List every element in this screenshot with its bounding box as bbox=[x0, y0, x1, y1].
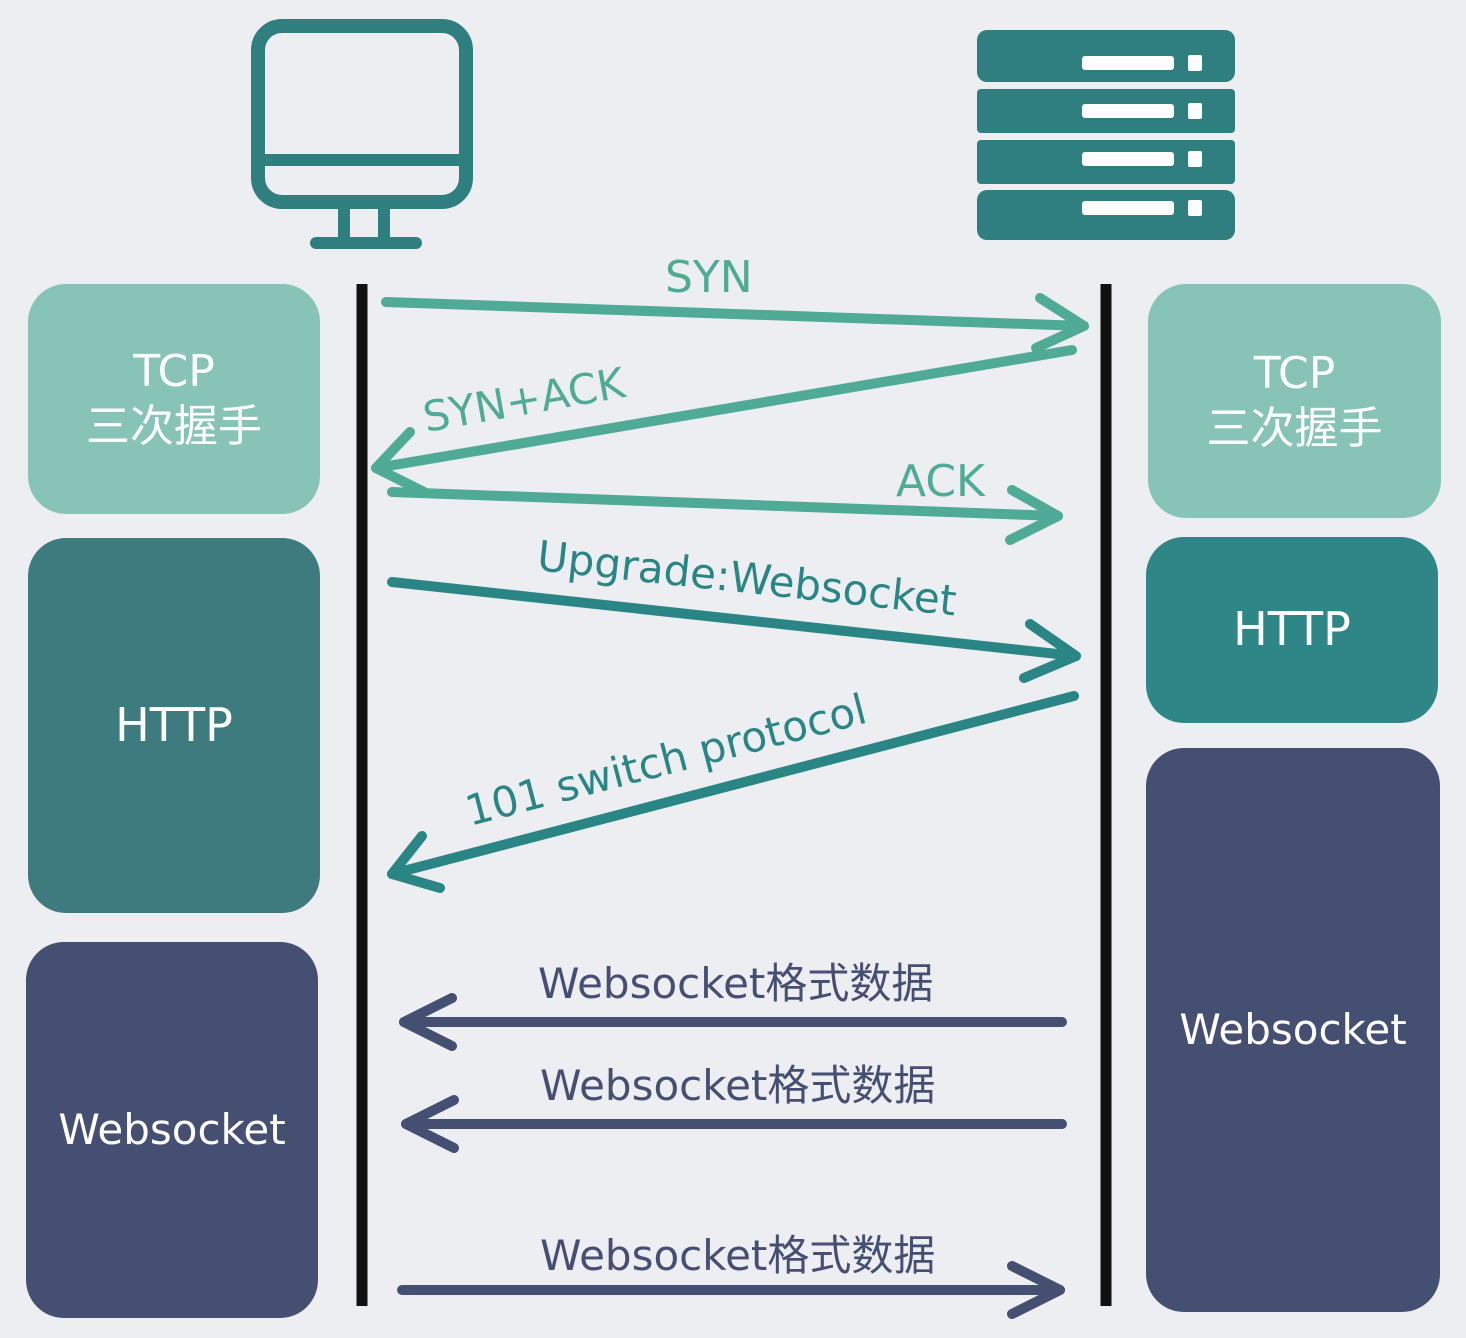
syn-ack-arrow bbox=[371, 345, 1077, 497]
ack-label: ACK bbox=[896, 456, 986, 507]
server-tcp-handshake-label: 三次握手 bbox=[1206, 403, 1383, 454]
client-websocket-label: Websocket bbox=[58, 1104, 286, 1154]
server-tcp-handshake-block: TCP 三次握手 bbox=[1148, 284, 1441, 518]
server-http-block: HTTP bbox=[1146, 537, 1438, 723]
ws-data-label-1: Websocket格式数据 bbox=[538, 959, 933, 1008]
client-tcp-handshake-label: 三次握手 bbox=[86, 401, 262, 452]
ws-data-label-3: Websocket格式数据 bbox=[540, 1231, 935, 1280]
ws-data-arrow-3 bbox=[397, 1261, 1065, 1319]
server-websocket-block: Websocket bbox=[1146, 748, 1440, 1312]
switch-protocol-arrow bbox=[387, 691, 1079, 893]
client-http-block: HTTP bbox=[28, 538, 320, 913]
client-websocket-block: Websocket bbox=[26, 942, 318, 1318]
server-icon bbox=[977, 30, 1235, 240]
syn-arrow bbox=[381, 293, 1089, 353]
server-tcp-label: TCP bbox=[1253, 348, 1336, 399]
ws-data-label-2: Websocket格式数据 bbox=[540, 1061, 935, 1110]
client-tcp-handshake-block: TCP 三次握手 bbox=[28, 284, 320, 514]
ws-data-arrow-1 bbox=[399, 993, 1067, 1051]
syn-label: SYN bbox=[665, 252, 753, 303]
client-tcp-label: TCP bbox=[133, 346, 215, 397]
server-http-label: HTTP bbox=[1233, 602, 1351, 657]
server-websocket-label: Websocket bbox=[1179, 1004, 1407, 1054]
upgrade-arrow bbox=[387, 577, 1081, 683]
ack-arrow bbox=[387, 485, 1063, 545]
client-http-label: HTTP bbox=[115, 697, 233, 752]
upgrade-label: Upgrade:Websocket bbox=[535, 531, 959, 625]
ws-data-arrow-2 bbox=[401, 1095, 1067, 1153]
monitor-icon bbox=[251, 19, 473, 249]
